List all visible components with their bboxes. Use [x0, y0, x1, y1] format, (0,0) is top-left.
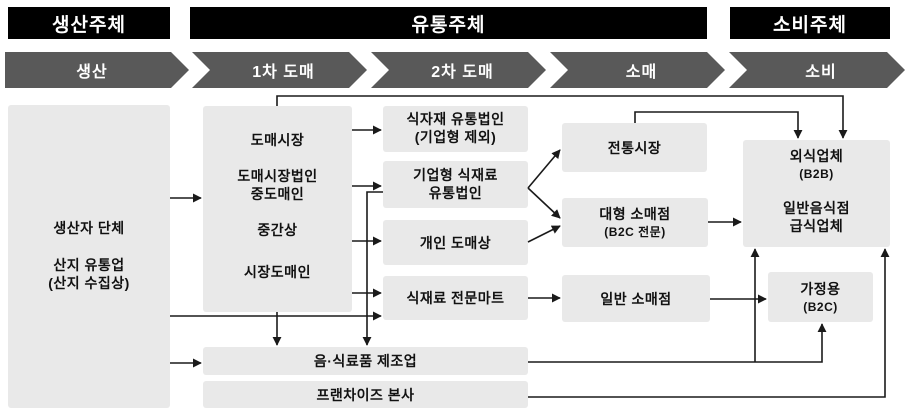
food-material-corp-line1: 식자재 유통법인: [406, 111, 505, 127]
franchise-hq-label: 프랜차이즈 본사: [316, 386, 415, 403]
private-wholesaler-label: 개인 도매상: [419, 234, 492, 251]
node-food-manufacturing: 음·식료품 제조업: [203, 347, 528, 375]
middleman-label: 중간상: [257, 222, 298, 238]
arrow-corporate-corp-to-traditional-market: [527, 149, 561, 189]
stage-retail-label: 소매: [625, 64, 658, 81]
restaurant-line1: 외식업체: [789, 148, 844, 164]
node-household: 가정용 (B2C): [768, 272, 873, 322]
restaurant-line4: 급식업체: [789, 218, 844, 234]
intermediary-wholesaler-label: 중도매인: [250, 186, 305, 202]
node-traditional-market: 전통시장: [562, 123, 707, 172]
arrow-wholesale-market-to-restaurant: [276, 95, 848, 139]
producer-group-line2: 산지 유통업: [53, 257, 125, 273]
large-retailer-line1: 대형 소매점: [599, 206, 671, 222]
node-food-material-corp: 식자재 유통법인 (기업형 제외): [383, 106, 528, 152]
node-private-wholesaler: 개인 도매상: [383, 220, 528, 265]
stage-consumption: 소비: [729, 52, 905, 88]
restaurant-line3: 일반음식점: [783, 200, 850, 216]
node-franchise-hq: 프랜차이즈 본사: [203, 381, 528, 408]
arrow-food-manufacturing-to-household: [528, 323, 827, 363]
stage-secondary-wholesale-label: 2차 도매: [431, 64, 494, 81]
market-wholesaler-label: 시장도매인: [244, 264, 311, 280]
stage-primary-wholesale: 1차 도매: [192, 52, 367, 88]
stage-consumption-label: 소비: [805, 64, 837, 81]
wholesale-market-label: 도매시장: [250, 132, 305, 148]
stage-production: 생산: [5, 52, 189, 88]
food-material-corp-line2: (기업형 제외): [414, 129, 497, 145]
household-line1: 가정용: [800, 281, 841, 297]
corporate-food-corp-line1: 기업형 식재료: [413, 167, 498, 183]
large-retailer-line2: (B2C 전문): [604, 225, 666, 239]
node-primary-wholesale-group: 도매시장 도매시장법인 중도매인 중간상 시장도매인: [203, 106, 352, 312]
arrow-private-wholesaler-to-large-retailer: [527, 225, 561, 243]
restaurant-line2: (B2B): [799, 167, 834, 181]
header-distribution-entity: 유통주체: [190, 7, 707, 39]
arrow-corporate-corp-to-large-retailer: [527, 187, 561, 219]
header-producer-label: 생산주체: [52, 14, 126, 36]
node-restaurant-business: 외식업체 (B2B) 일반음식점 급식업체: [743, 140, 890, 247]
wholesale-market-corp-label: 도매시장법인: [237, 168, 318, 184]
node-producer-group: 생산자 단체 산지 유통업 (산지 수집상): [8, 105, 170, 408]
header-producer-entity: 생산주체: [8, 7, 170, 39]
food-manufacturing-label: 음·식료품 제조업: [313, 353, 418, 369]
stage-production-label: 생산: [76, 64, 108, 81]
producer-group-line1: 생산자 단체: [53, 220, 125, 236]
node-food-mart: 식재료 전문마트: [383, 276, 528, 320]
node-large-retailer: 대형 소매점 (B2C 전문): [562, 198, 708, 247]
stage-retail: 소매: [550, 52, 725, 88]
stage-secondary-wholesale: 2차 도매: [371, 52, 546, 88]
header-consumer-label: 소비주체: [773, 14, 847, 36]
food-mart-label: 식재료 전문마트: [406, 290, 505, 306]
corporate-food-corp-line2: 유통법인: [428, 185, 483, 201]
household-line2: (B2C): [803, 300, 838, 314]
traditional-market-label: 전통시장: [607, 139, 662, 156]
node-corporate-food-corp: 기업형 식재료 유통법인: [383, 161, 528, 208]
header-distribution-label: 유통주체: [411, 14, 486, 36]
producer-group-line3: (산지 수집상): [48, 275, 130, 291]
stage-primary-wholesale-label: 1차 도매: [252, 64, 315, 81]
general-retailer-label: 일반 소매점: [600, 290, 672, 307]
arrow-corporate-corp-to-food-manufacturing: [362, 191, 383, 346]
node-general-retailer: 일반 소매점: [562, 275, 710, 322]
header-consumer-entity: 소비주체: [730, 7, 890, 39]
